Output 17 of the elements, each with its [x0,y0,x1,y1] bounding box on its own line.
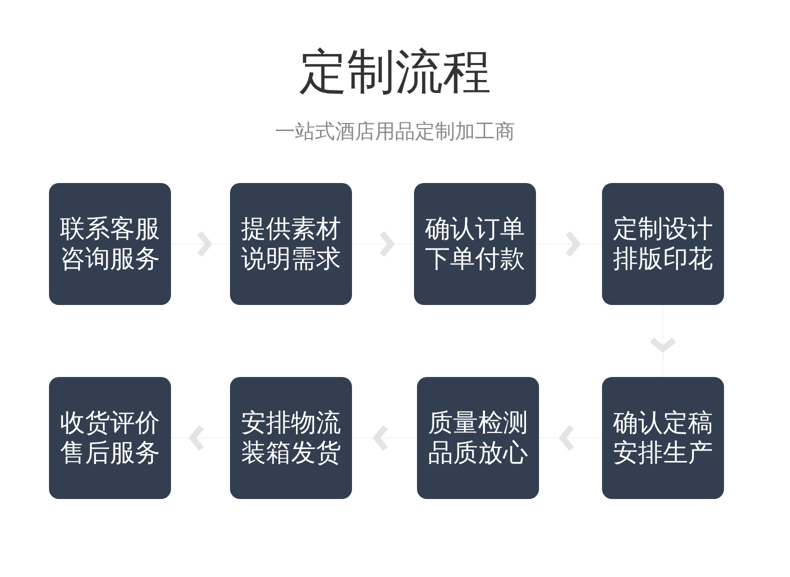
process-box: 定制设计排版印花 [602,183,724,305]
arrow [536,230,602,258]
title: 定制流程 [298,43,492,102]
process-box: 安排物流装箱发货 [230,377,352,499]
arrow [352,230,414,258]
arrow [170,230,230,258]
process-box: 收货评价售后服务 [49,377,171,499]
arrow [352,424,418,452]
arrow [649,304,677,378]
arrow [538,424,602,452]
subtitle: 一站式酒店用品定制加工商 [274,118,516,144]
process-box: 质量检测品质放心 [417,377,539,499]
process-box: 联系客服咨询服务 [49,183,171,305]
process-box: 提供素材说明需求 [230,183,352,305]
arrow [170,424,230,452]
process-box: 确认定稿安排生产 [602,377,724,499]
process-box: 确认订单下单付款 [414,183,536,305]
